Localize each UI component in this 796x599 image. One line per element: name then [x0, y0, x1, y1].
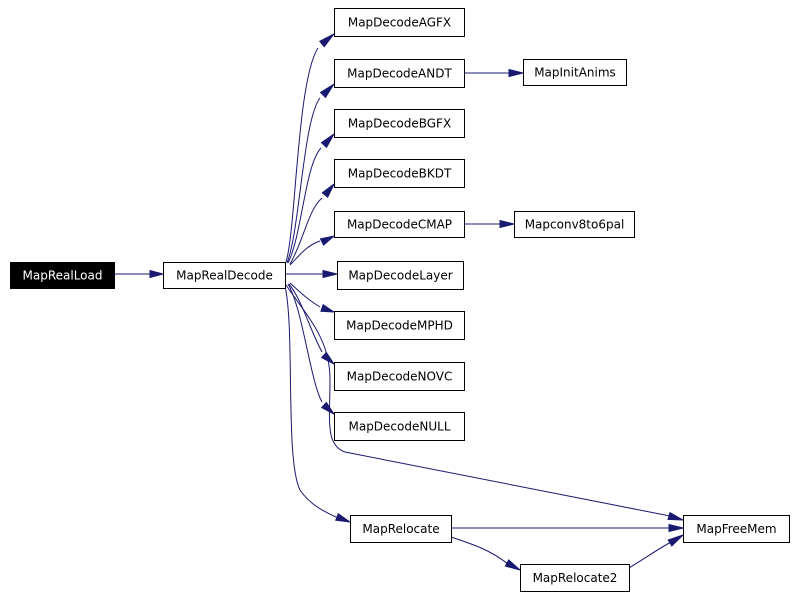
- nodes-layer: MapRealLoad MapRealDecode MapDecodeAGFX Map…: [10, 8, 790, 592]
- edge-maprelocate-to-maprelocate2: [450, 536, 521, 571]
- edge-line: [287, 283, 323, 403]
- node-box[interactable]: [520, 564, 630, 592]
- edge-arrowhead: [335, 512, 351, 523]
- edge-maprealdecode-to-mapdecodebkdt: [289, 183, 335, 265]
- node-maprealload[interactable]: MapRealLoad: [10, 262, 115, 289]
- node-mapfreemem[interactable]: MapFreeMem: [683, 515, 790, 543]
- node-label: MapDecodeMPHD: [346, 319, 453, 333]
- node-mapdecodebgfx[interactable]: MapDecodeBGFX: [334, 109, 465, 138]
- node-mapdecodenull[interactable]: MapDecodeNULL: [334, 412, 465, 441]
- node-mapdecodeandt[interactable]: MapDecodeANDT: [334, 59, 465, 88]
- edge-maprealdecode-to-mapdecodebgfx: [287, 133, 335, 264]
- node-maprealdecode[interactable]: MapRealDecode: [163, 262, 286, 289]
- node-box[interactable]: [514, 211, 635, 238]
- node-box[interactable]: [350, 515, 452, 543]
- edge-line: [288, 283, 323, 353]
- edges-layer: [114, 33, 684, 571]
- node-label: MapDecodeNOVC: [347, 370, 453, 384]
- edge-arrowhead: [320, 401, 336, 416]
- edge-maprealdecode-to-maprelocate: [284, 285, 351, 523]
- node-maprelocate[interactable]: MapRelocate: [350, 515, 452, 543]
- edge-arrowhead: [667, 511, 684, 521]
- edge-line: [289, 282, 321, 308]
- edge-arrowhead: [319, 83, 335, 99]
- edge-line: [285, 284, 671, 517]
- edge-maprelocate-to-mapfreemem: [451, 523, 684, 533]
- node-box[interactable]: [683, 515, 790, 543]
- node-mapinitanims[interactable]: MapInitAnims: [523, 59, 627, 86]
- edge-line: [284, 285, 339, 519]
- edge-arrowhead: [667, 534, 684, 547]
- edge-maprealdecode-to-mapdecodenovc: [288, 283, 336, 366]
- node-label: MapDecodeBKDT: [348, 167, 452, 181]
- node-mapdecodeagfx[interactable]: MapDecodeAGFX: [334, 8, 465, 37]
- node-box[interactable]: [523, 59, 627, 86]
- node-mapdecodecmap[interactable]: MapDecodeCMAP: [334, 211, 465, 238]
- node-maprelocate2[interactable]: MapRelocate2: [520, 564, 630, 592]
- edge-arrowhead: [319, 235, 336, 246]
- edge-arrowhead: [320, 303, 336, 313]
- node-label: MapRelocate: [362, 522, 439, 536]
- node-box[interactable]: [334, 159, 465, 188]
- node-label: MapDecodeCMAP: [347, 218, 452, 232]
- edge-arrowhead: [504, 559, 521, 571]
- edge-arrowhead: [668, 523, 684, 533]
- node-mapdecodenovc[interactable]: MapDecodeNOVC: [334, 362, 465, 391]
- edge-line: [289, 240, 321, 266]
- edge-maprealdecode-to-mapdecodecmap: [289, 235, 336, 266]
- node-box[interactable]: [334, 362, 465, 391]
- edge-arrowhead: [499, 219, 515, 229]
- edge-maprealdecode-to-mapdecodemphd: [289, 282, 336, 313]
- edge-line: [628, 541, 672, 569]
- edge-maprealdecode-to-mapfreemem: [285, 284, 684, 521]
- node-mapdecodebkdt[interactable]: MapDecodeBKDT: [334, 159, 465, 188]
- edge-arrowhead: [149, 269, 165, 279]
- edge-mapdecodeandt-to-mapinitanims: [464, 68, 524, 78]
- node-box[interactable]: [163, 262, 286, 289]
- edge-arrowhead: [318, 33, 335, 48]
- edge-maprelocate2-to-mapfreemem: [628, 534, 684, 569]
- node-label: MapDecodeBGFX: [348, 117, 451, 131]
- node-label: MapDecodeAGFX: [348, 16, 451, 30]
- node-box[interactable]: [334, 412, 465, 441]
- edge-line: [450, 536, 509, 565]
- edge-line: [285, 47, 319, 263]
- node-label: MapFreeMem: [696, 522, 776, 536]
- node-box[interactable]: [10, 262, 115, 289]
- edge-arrowhead: [322, 269, 338, 279]
- node-label: MapDecodeLayer: [348, 269, 452, 283]
- edge-maprealdecode-to-mapdecodenull: [287, 283, 336, 416]
- node-mapdecodemphd[interactable]: MapDecodeMPHD: [334, 311, 465, 340]
- node-label: MapDecodeNULL: [348, 420, 450, 434]
- edge-line: [287, 147, 322, 264]
- node-label: MapDecodeANDT: [347, 67, 452, 81]
- node-box[interactable]: [334, 8, 465, 37]
- node-label: MapRelocate2: [533, 571, 618, 585]
- edge-maprealdecode-to-mapdecodeandt: [286, 83, 335, 264]
- edge-arrowhead: [320, 133, 335, 149]
- edge-maprealdecode-to-mapdecodeagfx: [285, 33, 335, 263]
- edge-maprealdecode-to-mapdecodelayer: [285, 269, 338, 279]
- node-label: MapRealLoad: [23, 269, 103, 283]
- node-label: MapRealDecode: [176, 269, 273, 283]
- node-label: Mapconv8to6pal: [525, 218, 625, 232]
- edge-maprealload-to-maprealdecode: [114, 269, 165, 279]
- node-box[interactable]: [334, 109, 465, 138]
- node-label: MapInitAnims: [534, 66, 616, 80]
- edge-mapdecodecmap-to-mapconv8to6pal: [464, 219, 515, 229]
- node-box[interactable]: [334, 211, 465, 238]
- edge-line: [286, 97, 321, 264]
- edge-arrowhead: [508, 68, 524, 78]
- node-mapconv8to6pal[interactable]: Mapconv8to6pal: [514, 211, 635, 238]
- node-box[interactable]: [334, 311, 465, 340]
- node-box[interactable]: [334, 59, 465, 88]
- node-mapdecodelayer[interactable]: MapDecodeLayer: [337, 261, 464, 290]
- node-box[interactable]: [337, 261, 464, 290]
- edge-line: [289, 197, 323, 265]
- edge-arrowhead: [321, 183, 335, 199]
